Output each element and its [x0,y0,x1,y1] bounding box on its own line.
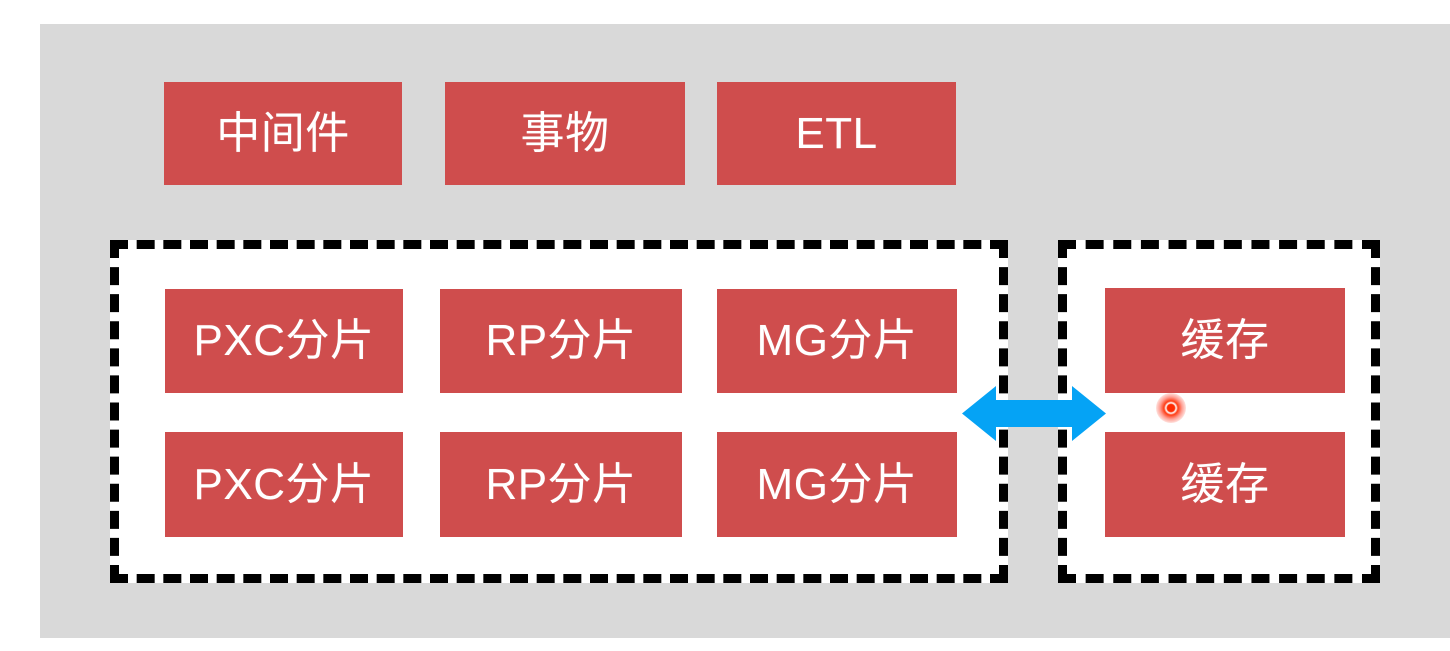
box-cache-2[interactable]: 缓存 [1105,432,1345,537]
box-cache-2-label: 缓存 [1180,459,1270,509]
box-pxc-shard-1[interactable]: PXC分片 [165,289,403,393]
box-mg-shard-1[interactable]: MG分片 [717,289,957,393]
box-pxc-shard-2-label: PXC分片 [193,459,375,509]
box-rp-shard-1[interactable]: RP分片 [440,289,682,393]
box-rp-shard-2-label: RP分片 [485,459,637,509]
box-transaction-label: 事物 [520,108,610,158]
box-transaction[interactable]: 事物 [445,82,685,185]
box-rp-shard-2[interactable]: RP分片 [440,432,682,537]
box-cache-1-label: 缓存 [1180,315,1270,365]
box-rp-shard-1-label: RP分片 [485,316,637,365]
box-cache-1[interactable]: 缓存 [1105,288,1345,393]
bidirectional-arrow-icon [962,386,1106,441]
box-pxc-shard-2[interactable]: PXC分片 [165,432,403,537]
box-etl[interactable]: ETL [717,82,956,185]
box-etl-label: ETL [795,108,878,158]
box-middleware-label: 中间件 [216,108,350,158]
box-mg-shard-1-label: MG分片 [756,316,918,365]
box-mg-shard-2-label: MG分片 [756,459,918,509]
box-mg-shard-2[interactable]: MG分片 [717,432,957,537]
box-middleware[interactable]: 中间件 [164,82,402,185]
box-pxc-shard-1-label: PXC分片 [193,316,375,365]
